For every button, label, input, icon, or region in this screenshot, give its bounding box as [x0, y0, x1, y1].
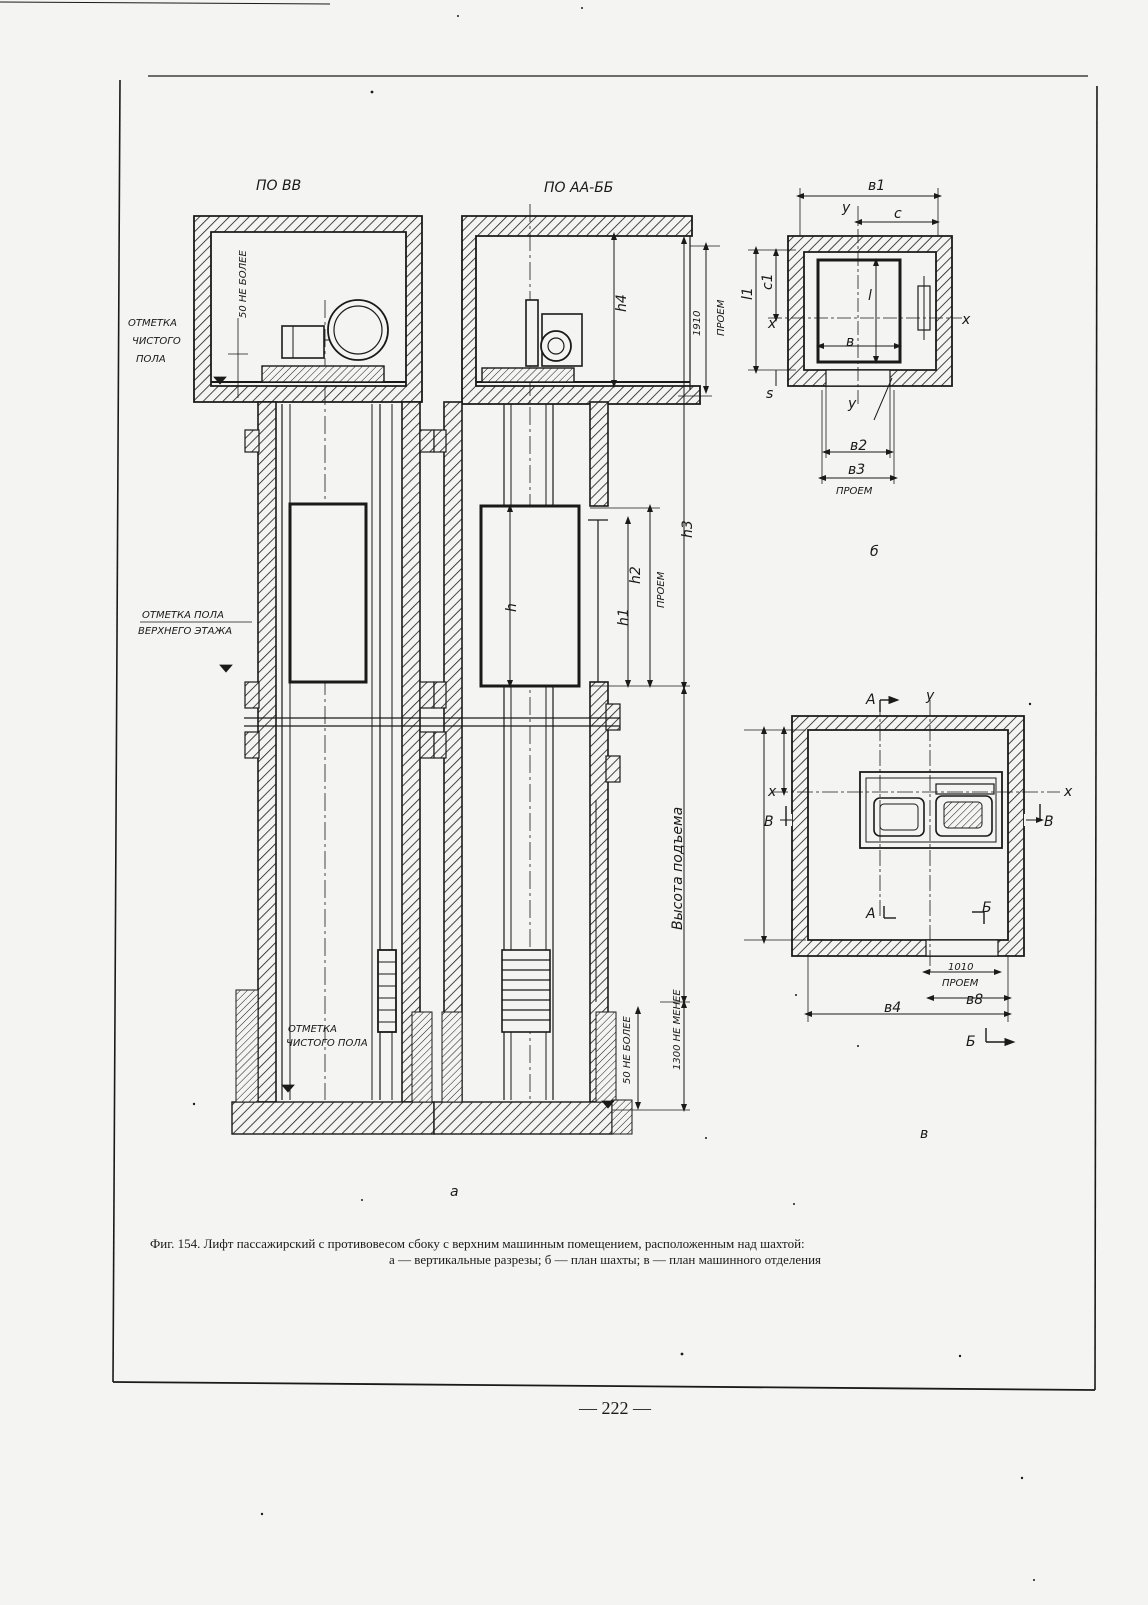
plan-v-V-right: В — [1044, 814, 1054, 830]
section-right-title: ПО АА-ББ — [544, 180, 613, 196]
dim-h: h — [504, 603, 520, 612]
counterweight-left — [377, 949, 397, 1033]
label-upper-floor-2: ВЕРХНЕГО ЭТАЖА — [138, 626, 232, 637]
section-vv — [193, 215, 436, 1135]
plan-v-b8: в8 — [966, 992, 983, 1008]
section-left-title: ПО ВВ — [256, 178, 301, 194]
drum-right — [540, 330, 572, 362]
plan-machine-room — [744, 695, 1060, 1047]
plan-b-l1: l1 — [740, 287, 756, 300]
plan-b-b1: в1 — [868, 178, 885, 194]
plan-v-B-right: Б — [982, 900, 992, 916]
plan-v-A-top: А — [865, 692, 876, 708]
dim-h1: h1 — [616, 608, 632, 626]
label-50-max-top: 50 НЕ БОЛЕЕ — [238, 250, 249, 318]
plan-b-b: в — [846, 334, 854, 350]
plan-v-y-top: у — [925, 688, 935, 704]
plan-v-x-right: х — [1063, 784, 1073, 800]
drawing-labels: ПО ВВ ПО АА-ББ ОТМЕТКА ЧИСТОГО ПОЛА 50 Н… — [128, 178, 1073, 1200]
label-50-max-bottom: 50 НЕ БОЛЕЕ — [622, 1016, 633, 1084]
shaft-plan-walls — [787, 235, 953, 387]
pit-floor-right — [433, 1101, 613, 1135]
dim-h3: h3 — [680, 520, 696, 538]
label-clean-floor-bottom-1: ОТМЕТКА — [288, 1024, 337, 1035]
cabin-left — [288, 502, 368, 684]
plan-b-y-top: у — [841, 200, 851, 216]
machine-room-walls-right — [461, 215, 701, 405]
counterweight-right — [501, 949, 551, 1033]
plan-b-c: с — [894, 206, 902, 222]
plan-v-1010: 1010 — [948, 962, 973, 973]
dim-h2: h2 — [628, 566, 644, 584]
winch-frame-left — [261, 365, 385, 383]
label-opening-h2: ПРОЕМ — [656, 571, 667, 608]
plan-b-letter: б — [870, 544, 879, 560]
page-frame — [0, 1, 1098, 1391]
plan-b-y-bottom: у — [847, 396, 857, 412]
plan-v-b4: в4 — [884, 1000, 901, 1016]
label-lift-height: Высота подъема — [670, 807, 686, 930]
label-clean-floor-bottom-2: ЧИСТОГО ПОЛА — [286, 1038, 368, 1049]
shaft-plan-cabin — [816, 258, 902, 364]
label-upper-floor-1: ОТМЕТКА ПОЛА — [142, 610, 224, 621]
section-aa-bb — [433, 204, 720, 1135]
pit-floor-left — [231, 1101, 435, 1135]
label-a: а — [450, 1184, 459, 1200]
motor-left — [281, 325, 325, 359]
drum-left — [327, 299, 389, 361]
label-1300-min: 1300 НЕ МЕНЕЕ — [672, 989, 683, 1070]
plan-b-l: l — [868, 288, 872, 304]
plan-v-A-bottom: А — [865, 906, 876, 922]
page-number: — 222 — — [579, 1398, 651, 1418]
shaft-wall-right-outer — [401, 401, 421, 1103]
plan-v-V-left: В — [764, 814, 774, 830]
caption-line-1: Фиг. 154. Лифт пассажирский с противовес… — [150, 1236, 805, 1251]
label-clean-floor-top-3: ПОЛА — [136, 354, 166, 365]
dim-h4: h4 — [614, 294, 630, 312]
plan-b-opening: ПРОЕМ — [836, 486, 873, 497]
plan-v-opening: ПРОЕМ — [942, 978, 979, 989]
label-1910: 1910 — [692, 311, 703, 336]
machine-plan-walls — [791, 715, 1025, 957]
caption-line-2: а — вертикальные разрезы; б — план шахты… — [388, 1252, 821, 1267]
label-opening-1910: ПРОЕМ — [716, 299, 727, 336]
plan-b-b3: в3 — [848, 462, 865, 478]
figure-caption: Фиг. 154. Лифт пассажирский с противовес… — [150, 1236, 1060, 1268]
plan-b-b2: в2 — [850, 438, 867, 454]
winch-frame-right — [481, 367, 575, 383]
plan-v-x-left: х — [767, 784, 777, 800]
plan-b-c1: с1 — [760, 273, 776, 290]
plan-b-x-right: х — [961, 312, 971, 328]
plan-shaft — [748, 188, 962, 484]
plan-b-s: s — [766, 386, 773, 402]
paper-specks — [192, 7, 1035, 1581]
plan-b-x-left: х — [767, 316, 777, 332]
label-clean-floor-top-1: ОТМЕТКА — [128, 318, 177, 329]
cabin-right — [479, 504, 581, 688]
machine-room-walls-left — [193, 215, 423, 403]
plan-v-letter: в — [920, 1126, 928, 1142]
shaft-wall-left-outer — [257, 401, 277, 1103]
plan-v-B-bottom: Б — [966, 1034, 976, 1050]
label-clean-floor-top-2: ЧИСТОГО — [132, 336, 181, 347]
